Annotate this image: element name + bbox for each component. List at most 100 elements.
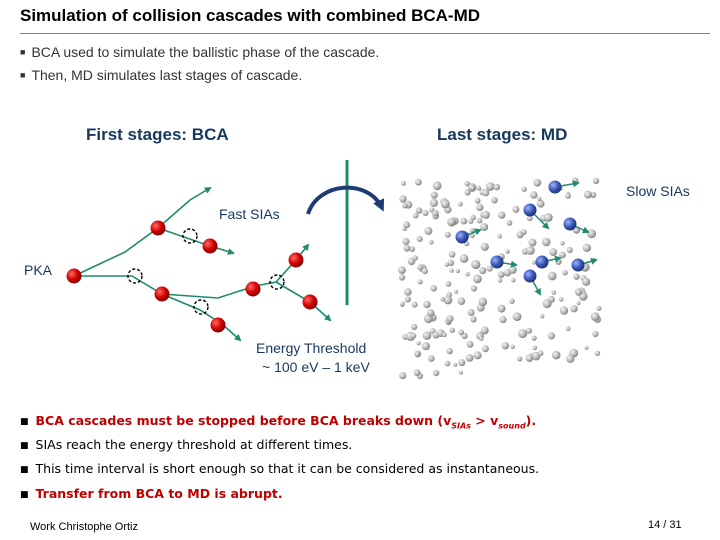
- md-atom: [424, 226, 433, 235]
- fast-sias-label: Fast SIAs: [219, 206, 280, 222]
- md-atom: [480, 242, 489, 251]
- sia-atoms: [455, 180, 585, 283]
- md-atom: [587, 229, 597, 239]
- md-atom: [480, 326, 489, 335]
- md-atom: [508, 265, 517, 274]
- md-atom: [459, 254, 469, 263]
- md-atom: [592, 330, 599, 338]
- md-atom: [547, 332, 555, 340]
- md-atom: [485, 182, 495, 191]
- md-atom: [525, 354, 534, 363]
- md-atom: [532, 260, 537, 265]
- md-atom: [465, 354, 474, 362]
- md-atom: [560, 241, 565, 246]
- md-atom: [464, 180, 470, 187]
- md-atom: [457, 297, 466, 306]
- md-atom: [415, 178, 422, 186]
- md-atom: [518, 329, 528, 339]
- bca-atom: [302, 294, 318, 310]
- md-atom: [497, 271, 505, 278]
- md-atom: [444, 360, 451, 367]
- md-atom: [442, 332, 447, 338]
- md-atom: [454, 289, 459, 294]
- md-atom: [482, 189, 490, 197]
- md-atom: [530, 191, 538, 199]
- md-atom: [570, 305, 578, 313]
- md-atom: [411, 301, 418, 308]
- md-atom: [440, 296, 446, 302]
- md-atom: [444, 262, 449, 267]
- md-atom: [559, 251, 566, 259]
- md-atom: [458, 359, 466, 367]
- md-atom: [455, 268, 461, 274]
- md-atom: [470, 316, 477, 323]
- bullet-sias-threshold: ■SIAs reach the energy threshold at diff…: [20, 437, 353, 452]
- md-atom: [447, 259, 455, 267]
- md-atom: [476, 185, 482, 191]
- md-atom: [547, 271, 557, 281]
- md-atom: [478, 297, 488, 307]
- square-bullet-icon: ■: [20, 70, 26, 80]
- vacancy-marker: [127, 268, 143, 284]
- bca-atom: [202, 238, 218, 254]
- md-atom: [531, 335, 537, 341]
- md-atom: [565, 326, 571, 332]
- md-atom: [541, 237, 551, 247]
- md-atom: [498, 211, 506, 219]
- md-atom: [481, 345, 489, 353]
- sia-atom: [548, 180, 562, 194]
- md-atom: [517, 356, 523, 362]
- md-atom: [491, 196, 498, 204]
- md-atom: [410, 323, 418, 331]
- pka-atom: [66, 268, 82, 284]
- md-atom: [526, 246, 535, 255]
- square-bullet-icon: ■: [20, 465, 29, 475]
- md-atom: [480, 223, 489, 231]
- md-atom: [512, 312, 522, 321]
- md-atom: [565, 192, 571, 199]
- md-atom: [413, 369, 421, 377]
- md-atom: [516, 231, 524, 239]
- md-atom: [449, 220, 455, 225]
- md-atom: [559, 306, 569, 315]
- md-atom: [416, 341, 421, 346]
- md-atom: [543, 213, 553, 222]
- md-atom: [402, 202, 408, 209]
- md-atom: [506, 220, 513, 226]
- footer-author: Work Christophe Ortiz: [30, 521, 138, 533]
- sia-atom: [490, 255, 504, 269]
- md-atom: [444, 231, 451, 238]
- md-atom: [566, 246, 573, 254]
- md-atom: [497, 234, 503, 239]
- md-atom: [465, 272, 470, 277]
- md-atom: [590, 312, 600, 321]
- square-bullet-icon: ■: [20, 417, 29, 427]
- md-atom: [582, 243, 592, 252]
- md-atom: [404, 296, 411, 303]
- md-atom: [403, 221, 411, 229]
- bca-atom: [150, 220, 166, 236]
- md-atom: [497, 278, 503, 283]
- md-atom: [468, 218, 474, 224]
- md-atom: [429, 240, 434, 245]
- md-atom: [421, 342, 430, 351]
- md-atom: [399, 195, 407, 203]
- md-atom: [512, 205, 520, 213]
- md-atom: [429, 198, 439, 207]
- md-atom: [473, 351, 482, 360]
- md-atom: [582, 277, 591, 286]
- md-atom: [421, 268, 428, 275]
- md-atom: [415, 207, 423, 214]
- sia-atom: [523, 203, 537, 217]
- md-atom: [445, 280, 452, 287]
- md-atom: [460, 217, 468, 225]
- intro-bullet-2: ■Then, MD simulates last stages of casca…: [20, 67, 303, 83]
- md-atom: [470, 285, 478, 292]
- sia-atom: [563, 217, 577, 231]
- md-atom: [511, 277, 516, 283]
- md-atom: [574, 288, 583, 296]
- md-atom: [470, 233, 475, 239]
- md-atom: [426, 309, 435, 317]
- transfer-arrow: [306, 185, 385, 215]
- md-atom: [417, 279, 423, 285]
